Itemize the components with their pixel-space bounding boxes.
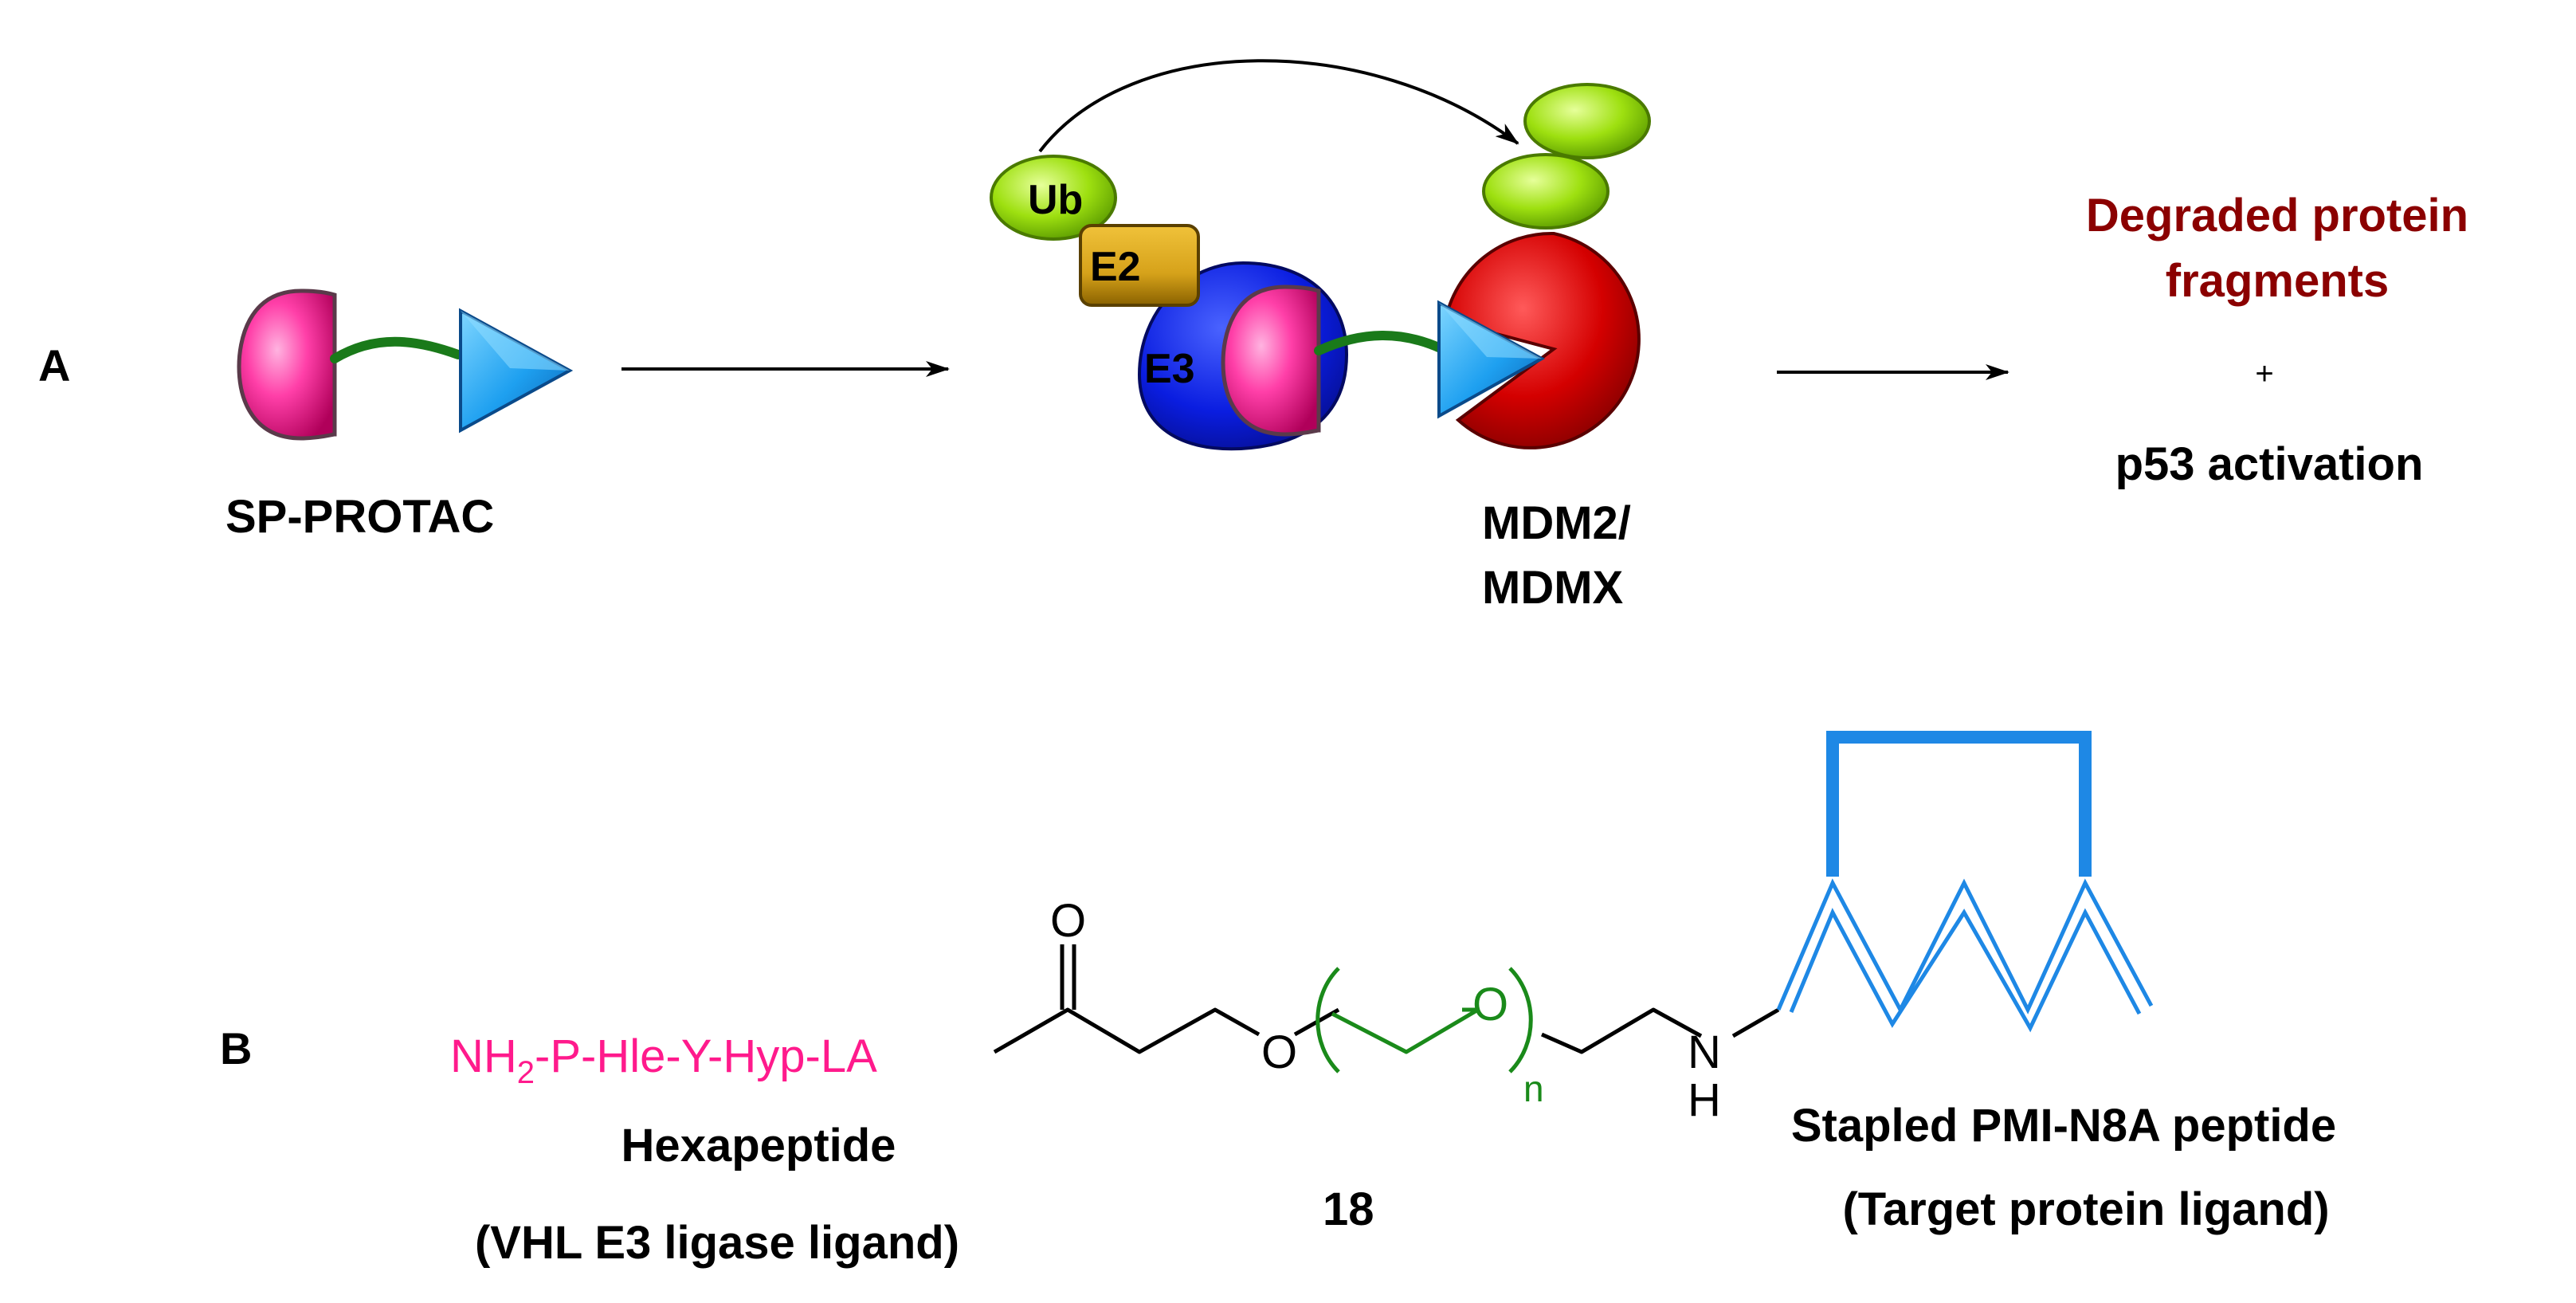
- sp-protac-molecule: [237, 288, 574, 441]
- e2-enzyme-box-icon: [1079, 224, 1200, 307]
- ubiquitin-chain-upper-icon: [1523, 83, 1651, 159]
- atom-o-carbonyl: O: [1050, 895, 1086, 947]
- ubiquitin-chain-lower-icon: [1482, 153, 1610, 230]
- staple-bridge: [1826, 731, 2092, 877]
- linker-skeleton: [993, 944, 1780, 1054]
- target-label-line1: MDM2/: [1482, 497, 1631, 549]
- panel-a-label: A: [38, 340, 70, 391]
- compound-number: 18: [1323, 1183, 1374, 1235]
- carbonyl-chain-bond: [993, 1007, 1261, 1054]
- atom-o-ether2: O: [1472, 979, 1508, 1030]
- ubiquitin-ellipse-icon: [990, 155, 1117, 241]
- ub-label: Ub: [1028, 177, 1083, 223]
- amine-to-staple-bond: [1731, 1007, 1780, 1038]
- bound-target-ligand-highlight-icon: [1439, 303, 1542, 359]
- repeat-bracket-left: [1315, 967, 1340, 1073]
- panel-b-label: B: [220, 1023, 252, 1073]
- atom-o-ether1: O: [1261, 1026, 1297, 1078]
- sp-protac-label: SP-PROTAC: [225, 491, 494, 543]
- hexapeptide-label: Hexapeptide: [621, 1120, 896, 1172]
- helix-inner-line: [1789, 908, 2142, 1033]
- linker-curve-icon: [330, 336, 463, 363]
- atom-n: N: [1688, 1026, 1721, 1078]
- vhl-ligand-label: (VHL E3 ligase ligand): [475, 1217, 959, 1269]
- outcome-degraded-line1: Degraded protein: [2086, 190, 2468, 241]
- repeat-bracket-right: [1508, 967, 1533, 1073]
- outcome-degraded-line2: fragments: [2166, 255, 2389, 307]
- repeat-n-label: n: [1523, 1068, 1544, 1109]
- ubiquitin-transfer-arrow-icon: [1038, 59, 1519, 153]
- peg-repeat-unit: [1315, 967, 1533, 1073]
- amine-chain-bond: [1540, 1007, 1703, 1054]
- outcome-plus: +: [2255, 356, 2273, 391]
- bound-e3-ligand-icon: [1221, 285, 1321, 437]
- ternary-complex: Ub E2 E3: [990, 59, 1651, 451]
- target-label-line2: MDMX: [1482, 562, 1624, 614]
- target-ligand-triangle-highlight-icon: [461, 311, 570, 371]
- outcome-p53-activation: p53 activation: [2115, 438, 2424, 490]
- e3-label: E3: [1144, 346, 1195, 392]
- target-ligand-label: (Target protein ligand): [1842, 1183, 2329, 1235]
- bound-linker-curve-icon: [1314, 331, 1447, 355]
- hexapeptide-sequence: NH2-P-Hle-Y-Hyp-LA: [450, 1030, 877, 1090]
- stapled-peptide-label: Stapled PMI-N8A peptide: [1791, 1100, 2336, 1152]
- mdm2-target-protein-icon: [1443, 231, 1641, 449]
- repeat-chain-bond: [1331, 1007, 1480, 1054]
- stapled-peptide-icon: [1776, 731, 2154, 1033]
- atom-h: H: [1688, 1074, 1721, 1126]
- helix-outer-line: [1776, 878, 2154, 1015]
- e3-ligand-half-disc-icon: [237, 288, 337, 441]
- e2-label: E2: [1090, 244, 1141, 290]
